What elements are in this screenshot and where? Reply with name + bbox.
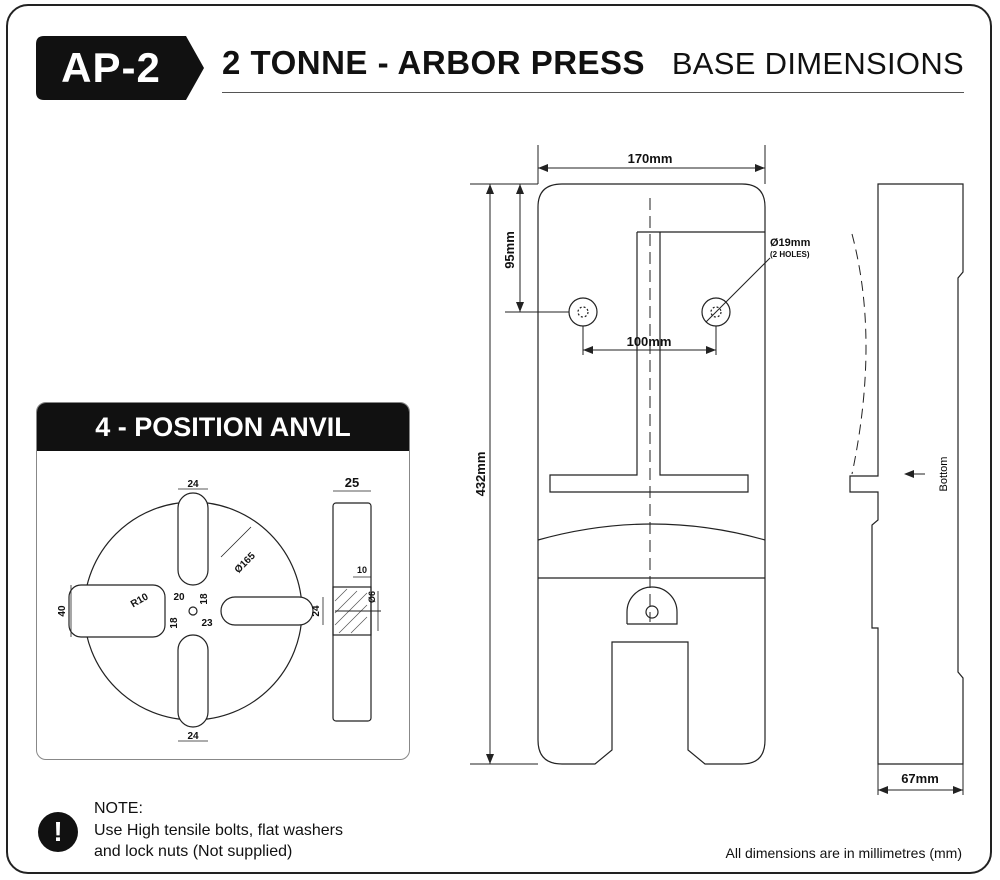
center-notch [626,586,678,625]
base-curve [537,523,766,541]
side-view-outline [849,183,964,765]
section-title: BASE DIMENSIONS [671,46,964,81]
anvil-panel: 4 - POSITION ANVIL [36,402,410,760]
model-number: AP-2 [61,44,161,91]
anvil-thickness-label: 25 [345,475,359,490]
center-hole [645,605,659,619]
side-depth-label: 67mm [901,771,939,786]
note-line-2: and lock nuts (Not supplied) [94,843,293,860]
hole-leader [705,257,771,323]
model-tag-shape [36,36,204,100]
warning-icon: ! [38,812,78,852]
hole-count-label: (2 HOLES) [770,250,810,259]
slot-top [177,492,209,586]
offset-18a-label: 18 [199,593,210,605]
slot-right [220,596,314,626]
t-slot [549,231,765,493]
base-length-label: 432mm [473,452,488,497]
title-rule [222,92,964,93]
units-footer: All dimensions are in millimetres (mm) [725,845,963,861]
anvil-side-profile [332,502,372,722]
offset-20-label: 20 [173,592,185,603]
model-tag: AP-2 [36,36,206,100]
pin-diameter-label: Ø6 [367,591,377,603]
base-width-label: 170mm [628,151,673,166]
slot-width-bottom-label: 24 [187,731,199,742]
note-line-1: Use High tensile bolts, flat washers [94,822,343,839]
note-title: NOTE: [94,800,143,817]
side-view-hidden-curve [851,233,867,475]
base-outline [537,183,766,765]
slot-width-top-label: 24 [187,479,199,490]
page-title: 2 TONNE - ARBOR PRESS [222,44,646,81]
anvil-center-hole [188,606,198,616]
hole-offset-label: 95mm [502,231,517,269]
slot-bottom [177,634,209,728]
right-slot-height-label: 24 [311,605,322,617]
offset-18b-label: 18 [169,617,180,629]
pin-depth-label: 10 [357,565,367,575]
offset-23-label: 23 [201,618,213,629]
anvil-drawing: 24 24 Ø165 R10 40 24 20 18 18 23 25 10 Ø… [57,475,381,742]
hole-spacing-label: 100mm [627,334,672,349]
left-slot-height-label: 40 [57,605,68,617]
mount-hole-left [568,297,598,327]
bottom-label: Bottom [938,457,950,492]
hole-diameter-label: Ø19mm [770,237,811,249]
anvil-diameter-label: Ø165 [233,550,258,575]
anvil-heading: 4 - POSITION ANVIL [37,403,409,451]
slot-left [68,584,166,638]
